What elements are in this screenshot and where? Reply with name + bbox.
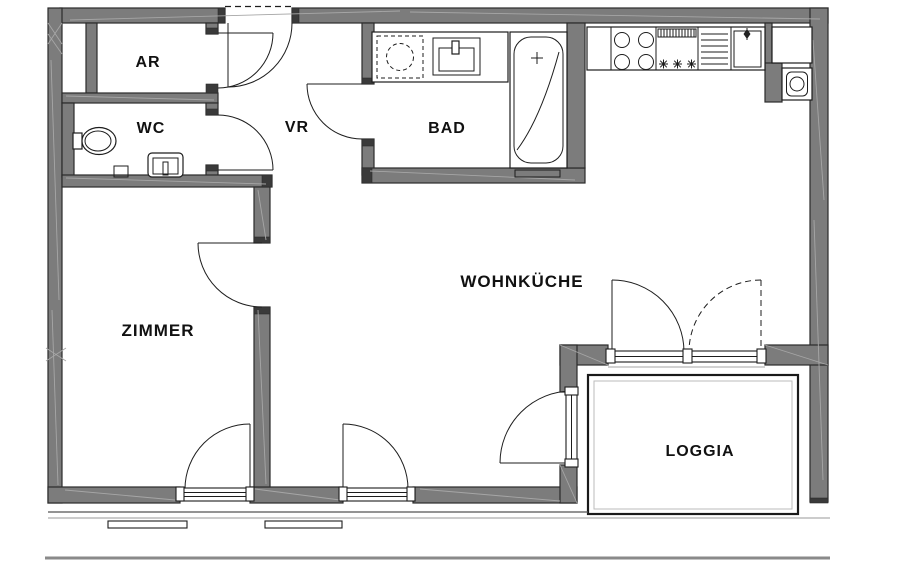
- burner-marks-icon: [659, 59, 696, 69]
- floor-drain-icon: [113, 165, 129, 178]
- window-sill-2: [264, 520, 343, 529]
- loggia-door-frame: [564, 386, 579, 468]
- loggia-window-band: [605, 348, 767, 368]
- wc-fixtures: [72, 126, 184, 178]
- dish-drainer-icon: [701, 33, 728, 65]
- washing-machine-icon: [376, 35, 424, 79]
- wall-boiler-niche: [764, 62, 783, 103]
- loggia: [586, 373, 800, 516]
- entrance-door: [225, 5, 293, 88]
- bad-door: [306, 83, 363, 140]
- windows: [175, 348, 767, 502]
- room-labels: AR WC VR BAD ZIMMER WOHNKÜCHE LOGGIA: [121, 54, 734, 460]
- room-label-wc: WC: [137, 120, 166, 137]
- room-label-ar: AR: [135, 54, 160, 71]
- room-label-zimmer: ZIMMER: [121, 321, 194, 340]
- room-label-vr: VR: [285, 119, 309, 136]
- wall-bottom-1: [47, 486, 181, 504]
- boiler: [781, 67, 813, 101]
- room-label-bad: BAD: [428, 120, 466, 137]
- wall-top-left: [59, 7, 226, 24]
- wall-left: [47, 7, 63, 504]
- window-zimmer: [175, 486, 255, 502]
- room-label-wohnkueche: WOHNKÜCHE: [460, 272, 583, 291]
- bathroom-washbasin-icon: [432, 37, 481, 76]
- toilet-icon: [72, 126, 117, 156]
- kitchen-counter: [586, 26, 766, 71]
- bath-counter: [371, 31, 509, 83]
- bathtub-icon: [509, 31, 568, 178]
- loggia-double-door-left: [611, 279, 685, 353]
- vent-hatch-icon: [657, 28, 697, 38]
- wall-shaft: [85, 22, 98, 94]
- kitchen-sink-icon: [733, 28, 762, 68]
- doors: [184, 5, 762, 490]
- wall-bottom-2: [249, 486, 344, 504]
- wall-loggia-pier-left-v: [559, 344, 578, 393]
- wc-washbasin-icon: [147, 152, 184, 178]
- cooktop-icon: [614, 32, 654, 70]
- wall-right: [809, 7, 829, 503]
- wohnkueche-french-window-door: [342, 423, 409, 490]
- zimmer-french-window-door: [184, 423, 251, 490]
- loggia-side-door: [499, 390, 573, 464]
- zimmer-door: [197, 242, 263, 308]
- wc-door: [217, 114, 274, 171]
- window-sill-1: [107, 520, 188, 529]
- ar-door: [217, 32, 274, 89]
- window-wohnkueche: [338, 486, 416, 502]
- wall-top-right: [291, 7, 829, 24]
- wall-bad-right: [566, 22, 586, 169]
- loggia-double-door-right: [688, 279, 762, 353]
- ground-lines: [45, 511, 830, 560]
- wall-texture: [45, 10, 829, 504]
- bathroom-fixtures: [371, 31, 568, 178]
- room-label-loggia: LOGGIA: [665, 443, 734, 460]
- refrigerator-cabinet: [771, 26, 813, 64]
- wall-wc-lining: [61, 102, 75, 178]
